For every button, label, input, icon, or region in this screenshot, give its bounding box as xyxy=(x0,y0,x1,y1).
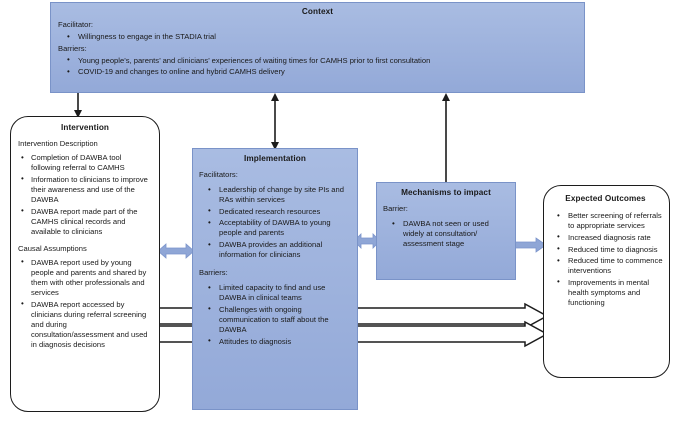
list-item: DAWBA report made part of the CAMHS clin… xyxy=(18,206,152,237)
outcomes-list: Better screening of referrals to appropr… xyxy=(548,211,663,308)
implementation-title: Implementation xyxy=(244,154,306,163)
list-item: DAWBA report accessed by clinicians duri… xyxy=(18,299,152,350)
implementation-facilitators-label: Facilitators: xyxy=(199,170,238,180)
context-facilitator-list: Willingness to engage in the STADIA tria… xyxy=(58,32,577,43)
connector-mechanisms-to-context xyxy=(438,93,454,184)
intervention-box: Intervention Intervention Description Co… xyxy=(10,116,160,412)
mechanisms-to-impact-box: Mechanisms to impact Barrier: DAWBA not … xyxy=(376,182,516,280)
connector-intervention-to-implementation xyxy=(157,242,195,260)
list-item: Better screening of referrals to appropr… xyxy=(548,211,663,231)
implementation-facilitators-list: Leadership of change by site PIs and RAs… xyxy=(199,185,351,260)
list-item: Willingness to engage in the STADIA tria… xyxy=(58,32,577,43)
list-item: Acceptability of DAWBA to young people a… xyxy=(199,218,351,238)
intervention-title: Intervention xyxy=(60,123,110,132)
list-item: Reduced time to diagnosis xyxy=(548,244,663,255)
list-item: Challenges with ongoing communication to… xyxy=(199,304,351,335)
list-item: Leadership of change by site PIs and RAs… xyxy=(199,185,351,205)
intervention-assumptions-label: Causal Assumptions xyxy=(18,243,87,253)
context-facilitator-label: Facilitator: xyxy=(58,20,94,30)
intervention-assumptions-list: DAWBA report used by young people and pa… xyxy=(18,257,152,350)
connector-mechanisms-to-outcomes xyxy=(513,236,547,254)
implementation-barriers-label: Barriers: xyxy=(199,268,228,278)
list-item: Limited capacity to find and use DAWBA i… xyxy=(199,283,351,303)
list-item: DAWBA not seen or used widely at consult… xyxy=(383,219,509,249)
list-item: Young people’s, parents’ and clinicians’… xyxy=(58,55,577,66)
intervention-description-label: Intervention Description xyxy=(18,139,98,149)
context-title: Context xyxy=(301,7,334,16)
list-item: Improvements in mental health symptoms a… xyxy=(548,277,663,308)
outcomes-title: Expected Outcomes xyxy=(565,194,646,203)
list-item: Dedicated research resources xyxy=(199,206,351,217)
connector-context-to-implementation xyxy=(267,93,283,150)
list-item: Completion of DAWBA tool following refer… xyxy=(18,153,152,173)
context-barriers-label: Barriers: xyxy=(58,43,87,53)
expected-outcomes-box: Expected Outcomes Better screening of re… xyxy=(543,185,670,378)
context-barriers-list: Young people’s, parents’ and clinicians’… xyxy=(58,55,577,78)
list-item: Information to clinicians to improve the… xyxy=(18,174,152,205)
connector-context-to-intervention xyxy=(70,93,86,119)
list-item: Attitudes to diagnosis xyxy=(199,336,351,347)
implementation-barriers-list: Limited capacity to find and use DAWBA i… xyxy=(199,283,351,347)
list-item: Increased diagnosis rate xyxy=(548,232,663,243)
list-item: Reduced time to commence interventions xyxy=(548,256,663,276)
context-box: Context Facilitator: Willingness to enga… xyxy=(50,2,585,93)
intervention-description-list: Completion of DAWBA tool following refer… xyxy=(18,153,152,237)
mechanisms-barrier-label: Barrier: xyxy=(383,204,408,214)
mechanisms-barrier-list: DAWBA not seen or used widely at consult… xyxy=(383,219,509,249)
list-item: COVID-19 and changes to online and hybri… xyxy=(58,67,577,78)
list-item: DAWBA provides an additional information… xyxy=(199,240,351,260)
implementation-box: Implementation Facilitators: Leadership … xyxy=(192,148,358,410)
mechanisms-title: Mechanisms to impact xyxy=(401,188,491,197)
list-item: DAWBA report used by young people and pa… xyxy=(18,257,152,298)
